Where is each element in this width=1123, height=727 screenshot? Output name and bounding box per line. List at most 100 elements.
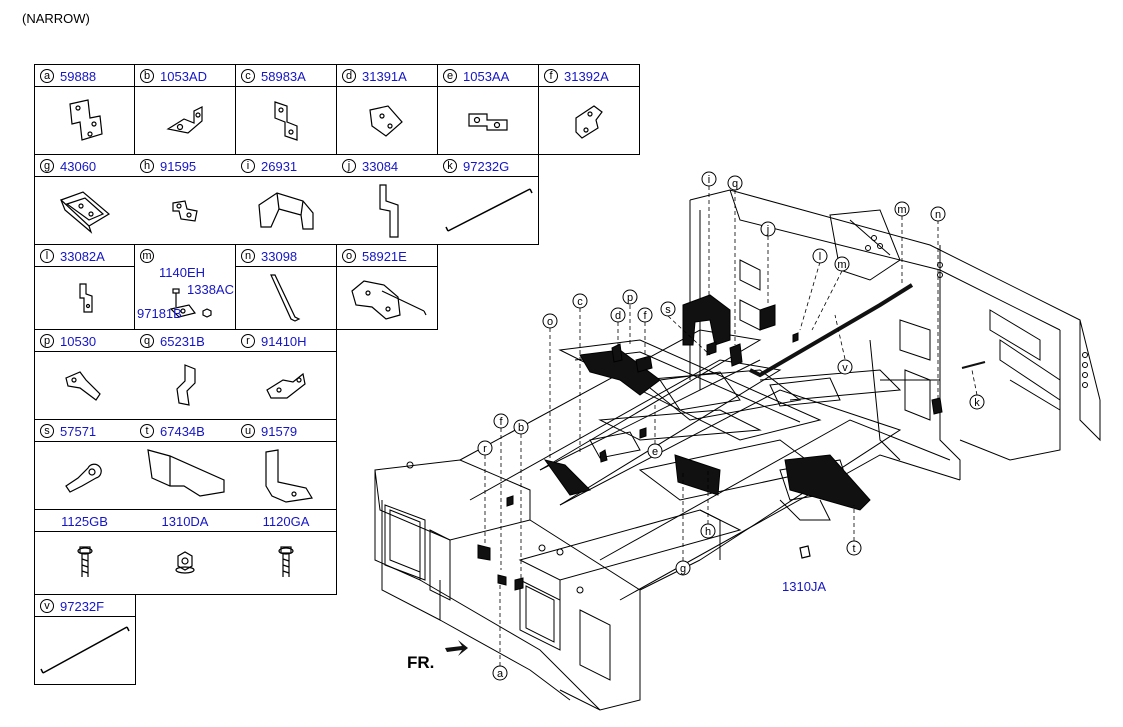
callout-l: l: [819, 251, 821, 263]
legend-letter-q: q: [140, 334, 154, 348]
part-number-57571: 57571: [60, 423, 97, 439]
legend-letter-p: p: [40, 334, 54, 348]
cable-lug-icon: [64, 463, 102, 493]
part-number-33098: 33098: [261, 248, 298, 264]
callout-c: c: [577, 296, 583, 308]
clip-bracket-icon: [369, 105, 403, 137]
part-number-91595: 91595: [160, 158, 197, 174]
legend-letter-b: b: [140, 69, 154, 83]
callout-f: f: [643, 310, 647, 322]
part-number-43060: 43060: [60, 158, 97, 174]
legend-letter-e: e: [443, 69, 457, 83]
callout-r: r: [483, 443, 487, 455]
callout-k: k: [974, 397, 980, 409]
part-number-31392a: 31392A: [564, 68, 609, 84]
legend-letter-m: m: [140, 249, 154, 263]
rod-icon: [40, 625, 130, 674]
part-number-97181b: 97181B: [137, 306, 182, 321]
part-number-26931: 26931: [261, 158, 298, 174]
callout-f: f: [499, 416, 503, 428]
chassis-frame-lines: [374, 189, 1101, 711]
callout-t: t: [852, 543, 855, 555]
angle-bracket-icon: [64, 370, 101, 401]
callout-leader-lines: [484, 186, 978, 666]
legend-cell-m: m: [135, 245, 235, 329]
front-arrow-icon: [445, 640, 468, 656]
legend-cell-v: v 97232F: [35, 595, 135, 684]
legend-cell-p: p 10530: [35, 330, 134, 419]
highlighted-parts: [477, 294, 943, 591]
legend-cell-nut-1310da: 1310DA: [135, 510, 235, 594]
legend-cell-c: c 58983A: [236, 65, 336, 154]
callout-circles: [477, 171, 985, 681]
flange-bolt-icon: [278, 546, 294, 577]
callout-n: n: [935, 209, 941, 221]
legend-letter-c: c: [241, 69, 255, 83]
callout-i: i: [708, 174, 710, 186]
part-number-67434b: 67434B: [160, 423, 205, 439]
legend-cell-b: b 1053AD: [135, 65, 235, 154]
legend-cell-q: q 65231B: [135, 330, 235, 419]
part-number-65231b: 65231B: [160, 333, 205, 349]
part-number-1120ga: 1120GA: [262, 513, 310, 529]
part-number-10530: 10530: [60, 333, 97, 349]
rod-icon: [445, 187, 533, 232]
part-number-58921e: 58921E: [362, 248, 407, 264]
bent-plate-icon: [176, 363, 196, 406]
variant-caption: (NARROW): [22, 11, 90, 26]
legend-cell-t: t 67434B: [135, 420, 235, 509]
small-bracket-icon: [172, 199, 198, 222]
nut-callout-1310ja: 1310JA: [782, 579, 827, 594]
angle-bracket-icon: [166, 105, 203, 134]
callout-v: v: [842, 362, 848, 374]
small-bracket-icon: [78, 283, 93, 313]
callout-d: d: [615, 310, 621, 322]
legend-cell-bolt-1125gb: 1125GB: [35, 510, 134, 594]
part-number-97232f: 97232F: [60, 598, 105, 614]
flat-bracket-icon: [379, 183, 399, 238]
mount-bracket-icon: [265, 448, 313, 503]
legend-letter-n: n: [241, 249, 255, 263]
channel-cover-icon: [59, 190, 110, 234]
flange-nut-icon: [175, 551, 195, 574]
callout-h: h: [705, 526, 711, 538]
legend-letter-u: u: [241, 424, 255, 438]
callout-m: m: [897, 204, 906, 216]
part-number-1053ad: 1053AD: [160, 68, 207, 84]
heat-shield-icon: [258, 192, 314, 230]
angle-bracket-icon: [266, 372, 306, 399]
legend-letter-v: v: [40, 599, 54, 613]
legend-letter-i: i: [241, 159, 255, 173]
callout-p: p: [627, 292, 633, 304]
part-number-91410h: 91410H: [261, 333, 307, 349]
part-number-33082a: 33082A: [60, 248, 105, 264]
part-number-59888: 59888: [60, 68, 97, 84]
callout-m: m: [837, 259, 846, 271]
callout-g: g: [680, 563, 686, 575]
part-number-1338ac: 1338AC: [187, 282, 234, 297]
callout-q: q: [732, 178, 738, 190]
legend-letter-t: t: [140, 424, 154, 438]
flange-nut-icon: [799, 545, 811, 559]
part-number-33084: 33084: [362, 158, 399, 174]
double-hole-plate-icon: [468, 112, 508, 131]
part-number-1140eh: 1140EH: [159, 265, 206, 280]
part-number-58983a: 58983A: [261, 68, 306, 84]
callout-j: j: [766, 224, 769, 236]
legend-letter-s: s: [40, 424, 54, 438]
callout-b: b: [518, 422, 524, 434]
brake-rod-v: [749, 283, 914, 378]
offset-bracket-icon: [274, 100, 298, 141]
strap-icon: [270, 273, 301, 322]
bolt-assembly-icon: [169, 288, 212, 318]
legend-letter-o: o: [342, 249, 356, 263]
